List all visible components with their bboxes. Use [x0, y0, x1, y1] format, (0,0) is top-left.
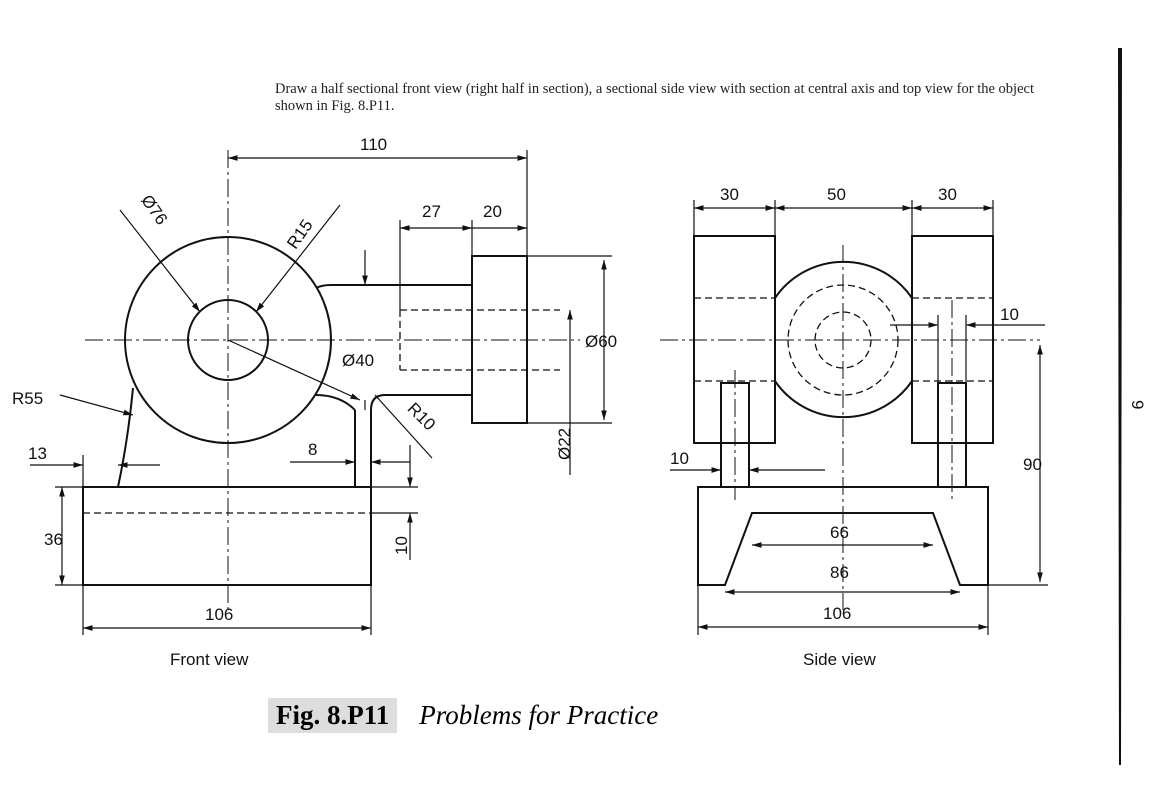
dim-30-right: 30 [938, 185, 957, 204]
dim-8: 8 [308, 440, 317, 459]
problem-statement: Draw a half sectional front view (right … [275, 81, 1034, 114]
dim-10-post: 10 [670, 449, 689, 468]
dim-106: 106 [823, 604, 851, 623]
dim-20: 20 [483, 202, 502, 221]
dim-27: 27 [422, 202, 441, 221]
dim-phi22: Ø22 [555, 428, 574, 460]
dim-30-left: 30 [720, 185, 739, 204]
dim-phi76: Ø76 [137, 191, 171, 228]
dim-r15: R15 [283, 216, 316, 252]
dim-106: 106 [205, 605, 233, 624]
dim-phi60: Ø60 [585, 332, 617, 351]
side-view: 30 50 30 10 10 90 66 86 106 Side view [660, 185, 1048, 669]
figure-number: Fig. 8.P11 [268, 698, 398, 733]
dim-13: 13 [28, 444, 47, 463]
page-edge-line [1118, 48, 1122, 765]
dim-10-top: 10 [1000, 305, 1019, 324]
dim-10: 10 [392, 536, 411, 555]
figure-title: Problems for Practice [419, 700, 659, 730]
dim-r55: R55 [12, 389, 43, 408]
front-view-label: Front view [170, 650, 249, 669]
front-view: 110 27 20 Ø76 R15 Ø40 Ø60 R55 R10 Ø22 13… [12, 135, 617, 669]
dim-36: 36 [44, 530, 63, 549]
dim-66: 66 [830, 523, 849, 542]
dim-90: 90 [1023, 455, 1042, 474]
dim-110: 110 [360, 135, 387, 154]
dim-r10: R10 [404, 399, 439, 434]
side-view-label: Side view [803, 650, 876, 669]
dim-50: 50 [827, 185, 846, 204]
dim-86: 86 [830, 563, 849, 582]
dim-phi40: Ø40 [342, 351, 374, 370]
figure-caption: Fig. 8.P11 Problems for Practice [268, 698, 658, 733]
page-number: 9 [1128, 400, 1147, 409]
